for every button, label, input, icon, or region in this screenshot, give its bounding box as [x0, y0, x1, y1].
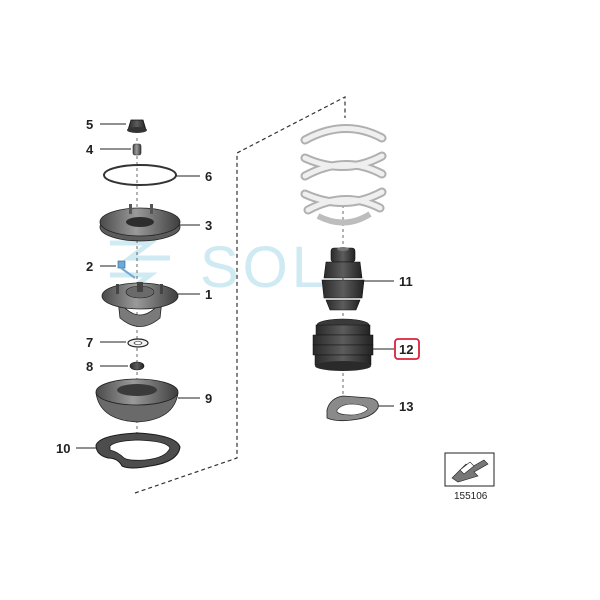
part-6-snap-ring — [103, 164, 177, 186]
part-10-spring-pad — [95, 432, 181, 469]
callout-12: 12 — [399, 342, 413, 357]
arrow-icon — [451, 459, 489, 483]
part-2-bolt — [117, 260, 136, 279]
callout-4: 4 — [86, 142, 94, 157]
part-11-bump-stop — [321, 247, 365, 311]
part-4-nut — [132, 143, 142, 156]
callout-3: 3 — [205, 218, 212, 233]
callout-2: 2 — [86, 259, 93, 274]
reference-box — [444, 452, 495, 487]
watermark-text: SOL — [200, 235, 328, 300]
part-5-cap-nut — [127, 119, 147, 133]
reference-number: 155106 — [454, 491, 488, 502]
callout-13: 13 — [399, 399, 413, 414]
part-13-spring-seat — [326, 395, 379, 422]
callout-6: 6 — [205, 169, 212, 184]
part-7-washer — [127, 338, 149, 348]
coil-spring-highlight — [302, 126, 385, 213]
part-3-bearing-plate — [99, 204, 181, 242]
callout-1: 1 — [205, 287, 212, 302]
part-9-spring-seat — [95, 378, 179, 423]
assembly-boundary — [134, 96, 346, 494]
callout-9: 9 — [205, 391, 212, 406]
callout-8: 8 — [86, 359, 93, 374]
part-1-strut-mount — [101, 282, 179, 327]
part-8-nut — [129, 361, 145, 371]
callout-5: 5 — [86, 117, 93, 132]
callout-10: 10 — [56, 441, 70, 456]
callout-7: 7 — [86, 335, 93, 350]
callout-11: 11 — [399, 274, 413, 289]
leader-lines — [76, 123, 394, 449]
part-12-dust-boot — [312, 318, 374, 371]
coil-spring-end — [316, 211, 372, 226]
callout-12-highlight-box — [394, 338, 420, 360]
